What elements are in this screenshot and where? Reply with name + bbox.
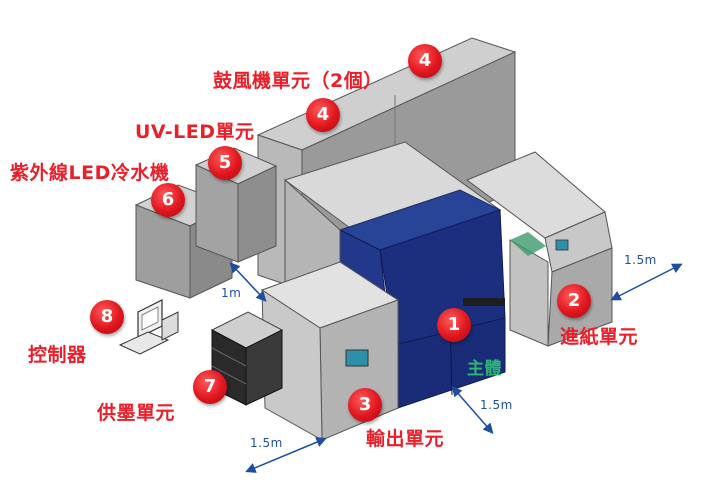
badge-blower-top: 4 [408, 44, 442, 78]
badge-feeder: 2 [557, 284, 591, 318]
label-main: 主體 [467, 359, 502, 379]
dimension-arrow-front-left [245, 437, 327, 473]
label-output: 輸出單元 [366, 428, 445, 450]
badge-chiller: 6 [151, 183, 185, 217]
controller-pc-icon [118, 299, 179, 355]
badge-ink: 7 [193, 370, 227, 404]
badge-main: 1 [437, 308, 471, 342]
label-ink: 供墨單元 [97, 402, 176, 424]
label-controller: 控制器 [28, 344, 87, 366]
label-feeder: 進紙單元 [560, 326, 639, 348]
dimension-arrow-left [229, 262, 267, 302]
label-chiller: 紫外線LED冷水機 [10, 162, 170, 184]
dimension-arrow-front-right [451, 386, 494, 434]
label-uvled: UV-LED單元 [135, 121, 255, 143]
badge-blower-mid: 4 [306, 98, 340, 132]
dimension-label-left: 1m [221, 286, 242, 300]
label-blower: 鼓風機單元（2個） [213, 70, 383, 92]
badge-output: 3 [348, 388, 382, 422]
badge-uvled: 5 [208, 146, 242, 180]
dimension-label-right: 1.5m [624, 253, 657, 267]
dimension-arrow-right [610, 263, 683, 301]
dimension-label-front-left: 1.5m [250, 436, 283, 450]
dimension-label-front-right: 1.5m [480, 398, 513, 412]
badge-controller: 8 [90, 300, 124, 334]
